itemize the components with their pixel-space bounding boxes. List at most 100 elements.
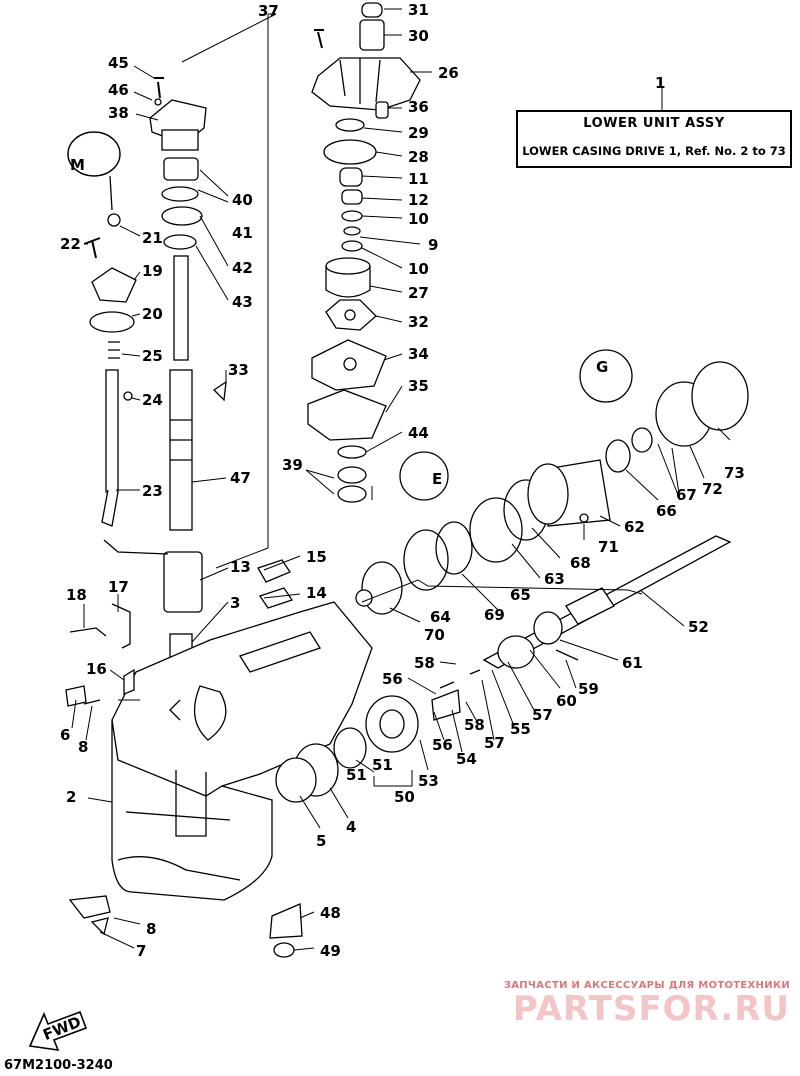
callout-19: 19	[142, 262, 163, 280]
shift-rod-group	[67, 131, 169, 555]
watermark-tagline: ЗАПЧАСТИ И АКСЕССУАРЫ ДЛЯ МОТОТЕХНИКИ	[503, 980, 790, 991]
watermark: ЗАПЧАСТИ И АКСЕССУАРЫ ДЛЯ МОТОТЕХНИКИ PA…	[460, 980, 790, 1029]
callout-54: 54	[456, 750, 477, 768]
callout-26: 26	[438, 64, 459, 82]
callout-58: 58	[464, 716, 485, 734]
title-box: LOWER UNIT ASSY LOWER CASING DRIVE 1, Re…	[516, 110, 792, 168]
callout-52: 52	[688, 618, 709, 636]
callout-39: 39	[282, 456, 303, 474]
callout-42: 42	[232, 259, 253, 277]
callout-70: 70	[424, 626, 445, 644]
callout-51: 51	[346, 766, 367, 784]
callout-73: 73	[724, 464, 745, 482]
callout-22: 22	[60, 235, 81, 253]
callout-57: 57	[484, 734, 505, 752]
callout-29: 29	[408, 124, 429, 142]
callout-71: 71	[598, 538, 619, 556]
callout-15: 15	[306, 548, 327, 566]
water-pump-group	[307, 2, 421, 503]
fwd-arrow-icon	[28, 1010, 88, 1051]
callout-20: 20	[142, 305, 163, 323]
callout-27: 27	[408, 284, 429, 302]
callout-13: 13	[230, 558, 251, 576]
callout-51: 51	[372, 756, 393, 774]
callout-10: 10	[408, 260, 429, 278]
callout-7: 7	[136, 942, 146, 960]
callout-53: 53	[418, 772, 439, 790]
callout-56: 56	[382, 670, 403, 688]
callout-35: 35	[408, 377, 429, 395]
callout-46: 46	[108, 81, 129, 99]
inset-m-label: M	[70, 156, 85, 174]
callout-40: 40	[232, 191, 253, 209]
callout-37: 37	[258, 2, 279, 20]
callout-12: 12	[408, 191, 429, 209]
inset-e-label: E	[432, 470, 442, 488]
callout-49: 49	[320, 942, 341, 960]
callout-16: 16	[86, 660, 107, 678]
callout-61: 61	[622, 654, 643, 672]
callout-14: 14	[306, 584, 327, 602]
callout-32: 32	[408, 313, 429, 331]
callout-9: 9	[428, 236, 438, 254]
callout-57: 57	[532, 706, 553, 724]
callout-50: 50	[394, 788, 415, 806]
callout-28: 28	[408, 148, 429, 166]
inset-g-label: G	[596, 358, 608, 376]
callout-63: 63	[544, 570, 565, 588]
callout-36: 36	[408, 98, 429, 116]
callout-69: 69	[484, 606, 505, 624]
inset-g-circle	[579, 349, 633, 403]
callout-34: 34	[408, 345, 429, 363]
callout-31: 31	[408, 1, 429, 19]
callout-17: 17	[108, 578, 129, 596]
callout-64: 64	[430, 608, 451, 626]
inset-m-circle	[67, 131, 121, 177]
propeller-shaft-group	[269, 361, 749, 958]
callout-43: 43	[232, 293, 253, 311]
callout-8: 8	[78, 738, 88, 756]
callout-59: 59	[578, 680, 599, 698]
callout-66: 66	[656, 502, 677, 520]
callout-5: 5	[316, 832, 326, 850]
callout-23: 23	[142, 482, 163, 500]
leader-lines	[71, 8, 731, 951]
callout-38: 38	[108, 104, 129, 122]
callout-55: 55	[510, 720, 531, 738]
callout-56: 56	[432, 736, 453, 754]
callout-45: 45	[108, 54, 129, 72]
callout-60: 60	[556, 692, 577, 710]
callout-58: 58	[414, 654, 435, 672]
callout-4: 4	[346, 818, 356, 836]
assembly-title: LOWER UNIT ASSY	[583, 116, 725, 131]
watermark-logo: PARTSFOR.RU	[512, 989, 790, 1029]
callout-68: 68	[570, 554, 591, 572]
callout-67: 67	[676, 486, 697, 504]
inset-e-circle	[399, 451, 449, 501]
callout-25: 25	[142, 347, 163, 365]
callout-62: 62	[624, 518, 645, 536]
callout-3: 3	[230, 594, 240, 612]
callout-10: 10	[408, 210, 429, 228]
catalog-number: 67M2100-3240	[4, 1058, 113, 1073]
callout-21: 21	[142, 229, 163, 247]
callout-33: 33	[228, 361, 249, 379]
callout-72: 72	[702, 480, 723, 498]
callout-65: 65	[510, 586, 531, 604]
callout-24: 24	[142, 391, 163, 409]
callout-1: 1	[655, 74, 665, 92]
assembly-subtitle: LOWER CASING DRIVE 1, Ref. No. 2 to 73	[522, 144, 786, 158]
callout-44: 44	[408, 424, 429, 442]
fwd-label: FWD	[40, 1013, 83, 1044]
callout-2: 2	[66, 788, 76, 806]
callout-11: 11	[408, 170, 429, 188]
callout-47: 47	[230, 469, 251, 487]
callout-8: 8	[146, 920, 156, 938]
drive-shaft-group	[149, 29, 324, 661]
callout-6: 6	[60, 726, 70, 744]
callout-48: 48	[320, 904, 341, 922]
callout-30: 30	[408, 27, 429, 45]
callout-18: 18	[66, 586, 87, 604]
callout-41: 41	[232, 224, 253, 242]
